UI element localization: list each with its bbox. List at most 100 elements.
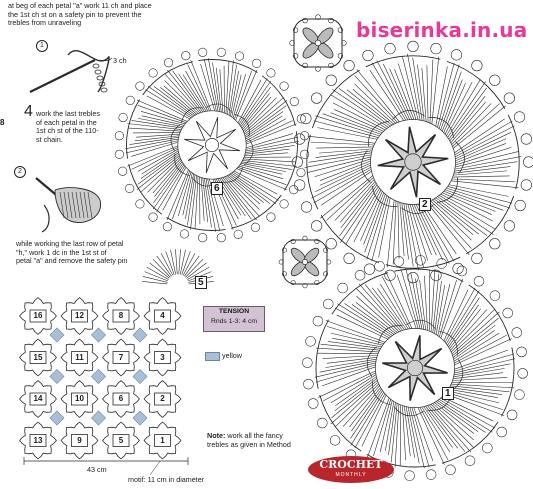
- treble-stitch: [347, 89, 393, 126]
- layout-motif-label-box: [154, 392, 171, 406]
- fan-edge: [446, 60, 506, 109]
- treble-stitch: [437, 196, 494, 235]
- treble-stitch: [207, 58, 219, 112]
- treble-stitch: [164, 80, 199, 114]
- center-ring: [404, 153, 422, 171]
- page-side-mark: 8: [0, 118, 5, 127]
- layout-connector: [49, 327, 65, 343]
- picot: [216, 47, 226, 57]
- treble-stitch: [244, 148, 290, 155]
- treble-stitch: [455, 132, 512, 160]
- note-label: Note:: [207, 431, 226, 440]
- treble-stitch: [411, 407, 430, 468]
- treble-stitch: [145, 89, 192, 119]
- treble-stitch: [153, 162, 184, 204]
- tension-box: TENSION Rnds 1-3: 4 cm: [203, 306, 265, 332]
- picot: [513, 111, 526, 123]
- treble-stitch: [455, 146, 512, 166]
- picot: [514, 389, 525, 400]
- treble-stitch: [454, 358, 516, 374]
- treble-stitch: [389, 68, 413, 120]
- picot: [489, 238, 501, 250]
- treble-stitch: [454, 118, 505, 153]
- treble-stitch: [453, 332, 500, 362]
- treble-stitch: [228, 174, 264, 203]
- chain-arch: [181, 107, 204, 123]
- treble-stitch: [330, 374, 377, 404]
- step2-illustration: [35, 177, 102, 233]
- picot: [300, 201, 313, 213]
- treble-stitch: [240, 163, 287, 172]
- treble-stitch: [361, 395, 387, 447]
- picot: [307, 398, 319, 409]
- treble-stitch: [443, 190, 496, 212]
- fan-edge: [394, 268, 464, 282]
- treble-stitch: [318, 148, 373, 154]
- treble-stitch: [175, 249, 178, 275]
- note-body: work all the fancy trebles as given in M…: [207, 431, 291, 449]
- treble-stitch: [330, 381, 379, 425]
- layout-connector: [91, 369, 106, 384]
- treble-stitch: [332, 89, 389, 128]
- layout-motif-number: 3: [160, 352, 165, 362]
- picot: [415, 255, 426, 266]
- treble-fan: [135, 51, 212, 123]
- step1-illustration: [29, 50, 113, 93]
- picot: [407, 272, 419, 284]
- chain-loop: [100, 87, 108, 93]
- treble-stitch: [396, 275, 417, 329]
- picot: [198, 47, 208, 57]
- treble-stitch: [443, 289, 469, 341]
- picot: [135, 199, 145, 209]
- layout-connector: [132, 410, 148, 426]
- layout-motif-label-box: [154, 309, 171, 323]
- picot: [135, 81, 145, 91]
- treble-stitch: [445, 189, 504, 211]
- treble-stitch: [141, 150, 179, 175]
- treble-stitch: [412, 57, 423, 121]
- treble-stitch: [162, 167, 187, 211]
- picot: [517, 368, 528, 379]
- treble-stitch: [156, 255, 172, 277]
- fan-edge: [198, 59, 258, 73]
- treble-stitch: [421, 406, 451, 453]
- treble-stitch: [315, 150, 373, 158]
- treble-fan: [428, 49, 515, 149]
- treble-stitch: [446, 392, 504, 410]
- picot: [234, 51, 245, 61]
- treble-stitch: [245, 140, 299, 152]
- treble-stitch: [326, 177, 374, 221]
- chain-arch: [453, 359, 464, 390]
- picot: [436, 258, 447, 269]
- treble-stitch: [349, 387, 381, 428]
- treble-stitch: [431, 56, 440, 124]
- fan-edge: [311, 69, 360, 129]
- layout-motif-number: 12: [75, 311, 84, 320]
- treble-fan: [300, 60, 400, 147]
- picot: [266, 68, 276, 78]
- treble-stitch: [184, 255, 200, 277]
- layout-motif-number: 5: [118, 435, 124, 445]
- picot: [354, 270, 366, 281]
- picot: [523, 156, 533, 168]
- center-ring: [205, 138, 220, 153]
- picot: [322, 298, 334, 310]
- treble-stitch: [316, 146, 374, 149]
- treble-stitch: [129, 137, 179, 145]
- motif-number-5: 5: [195, 276, 207, 289]
- treble-stitch: [334, 378, 378, 412]
- treble-stitch: [342, 385, 380, 427]
- chain-loop: [94, 69, 102, 75]
- picot: [452, 262, 464, 275]
- treble-stitch: [320, 175, 373, 219]
- treble-stitch: [137, 153, 180, 185]
- treble-stitch: [178, 171, 192, 217]
- treble-stitch: [230, 70, 239, 117]
- motif-6: [114, 47, 310, 243]
- fan-edge: [319, 394, 362, 452]
- fan-edge: [385, 256, 461, 269]
- treble-fan: [311, 175, 398, 275]
- treble-stitch: [140, 156, 181, 193]
- treble-stitch: [371, 196, 389, 262]
- treble-stitch: [241, 93, 270, 129]
